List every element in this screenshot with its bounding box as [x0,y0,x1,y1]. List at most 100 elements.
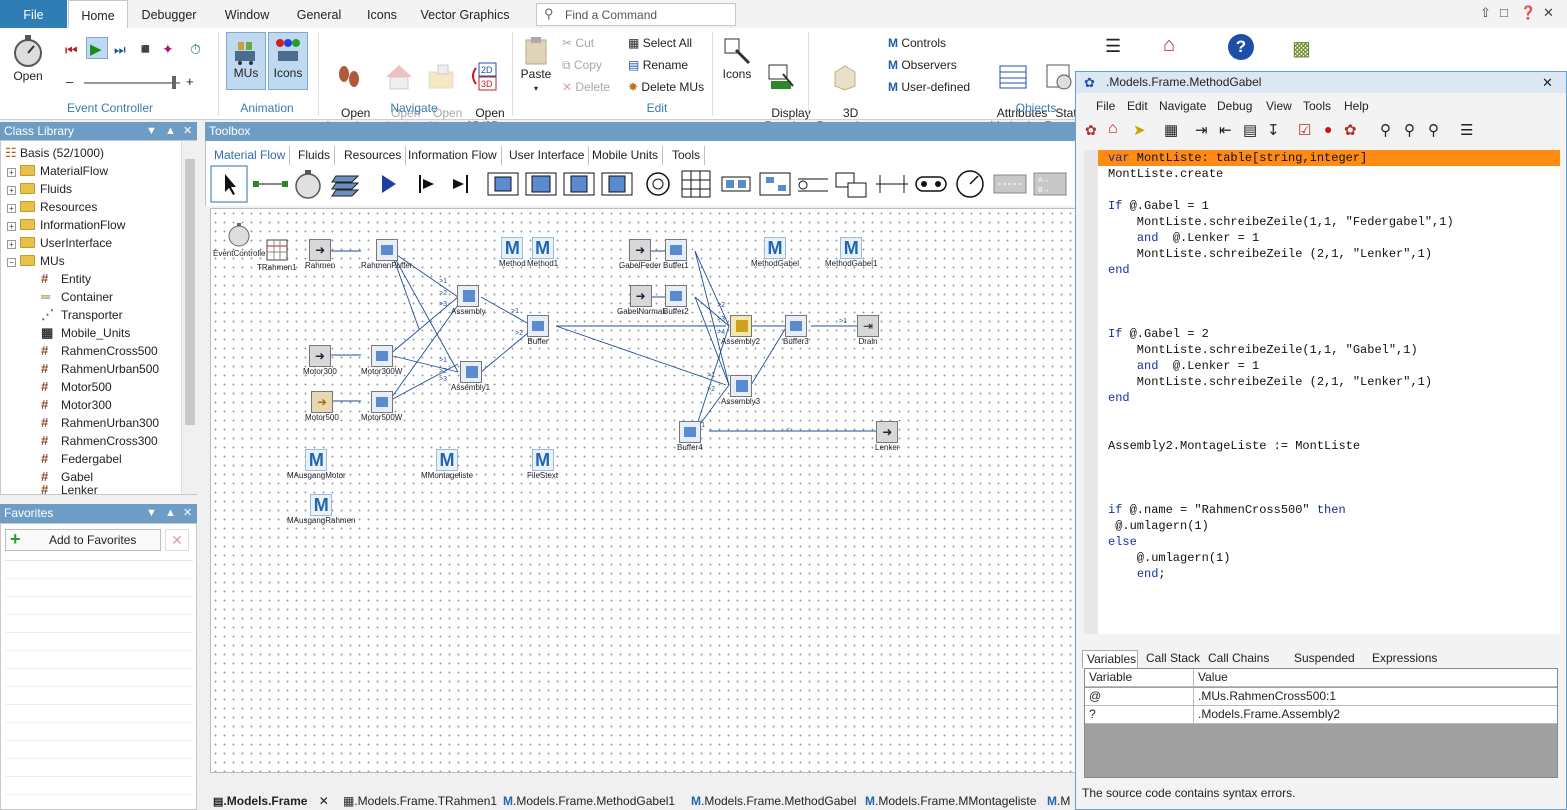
speed-slider[interactable] [84,76,180,89]
editor-menu-tools[interactable]: Tools [1303,99,1332,113]
toolbox-tab-resources[interactable]: Resources [340,146,407,165]
debug-bug-icon[interactable]: ✿ [1085,122,1097,138]
sorter-tool[interactable] [759,172,791,196]
panel-dropdown-icon[interactable]: ▼ [146,507,157,519]
interface-tool[interactable] [382,175,396,193]
track-tool[interactable] [915,176,947,192]
code-line[interactable]: @.umlagern(1) [1108,551,1231,565]
controls-button[interactable]: M Controls [888,36,947,50]
restore-window-icon[interactable]: □ [1500,5,1508,20]
tree-item-transporter[interactable]: ⋰Transporter [41,307,123,322]
delete-button[interactable]: ✕ Delete [562,80,611,94]
tree-folder-userinterface[interactable]: +UserInterface [7,234,112,252]
code-line[interactable]: MontListe.schreibeZeile (2,1, "Lenker",1… [1108,375,1433,389]
paste-dropdown-icon[interactable]: ▾ [533,84,538,93]
singleproc-tool[interactable] [487,172,519,196]
rahmen-source-node[interactable]: ➜Rahmen [305,239,335,270]
library-books-icon[interactable]: ▩ [1292,38,1311,60]
drain-tool[interactable] [453,175,468,193]
assembly3-node[interactable]: Assembly3 [721,375,760,406]
animate-icons-button[interactable]: Icons [268,32,308,90]
store-tool[interactable] [681,170,711,198]
motor500w-node[interactable]: Motor500W [361,391,402,422]
arrow-right-icon[interactable]: ➤ [1133,122,1146,139]
angular-converter-tool[interactable] [835,172,867,198]
outdent-icon[interactable]: ⇤ [1219,122,1232,139]
expand-icon[interactable]: + [7,240,16,249]
calendar-icon[interactable]: ▦ [1164,122,1179,139]
assembly-node[interactable]: Assembly [451,285,486,316]
trahmen1-node[interactable]: TRahmen1 [257,239,297,272]
doc-tab-trahmen1[interactable]: ▦.Models.Frame.TRahmen1 [343,794,498,808]
stop-icon[interactable]: ◾ [136,41,155,58]
code-line[interactable]: If @.Gabel = 1 [1108,199,1209,213]
toolbox-tab-material-flow[interactable]: Material Flow [210,146,291,165]
frame-tool[interactable] [331,175,360,197]
code-line[interactable]: MontListe.create [1108,167,1224,181]
step-icon[interactable]: ⏭ [114,42,126,57]
drain-node[interactable]: ⇥Drain [857,315,879,346]
doc-tab-more[interactable]: M.M [1047,794,1071,808]
cycle-tool[interactable] [646,172,670,196]
minimize-ribbon-icon[interactable]: ⇧ [1480,5,1491,20]
collapse-icon[interactable]: − [7,258,16,267]
code-line[interactable]: var MontListe: table[string,integer] [1108,151,1368,165]
menu-tab-icons[interactable]: Icons [367,8,397,22]
tree-item-rahmenurban500[interactable]: #RahmenUrban500 [41,361,160,376]
doc-tab-methodgabel1[interactable]: M.Models.Frame.MethodGabel1 [503,794,676,808]
motor500-source-node[interactable]: ➜Motor500 [305,391,339,422]
gabelfeder-node[interactable]: ➜GabelFeder [619,239,661,270]
connector-tool[interactable] [253,181,288,187]
animate-mus-button[interactable]: MUs [226,32,266,90]
assembly2-node[interactable]: Assembly2 [721,315,760,346]
class-library-scrollbar[interactable] [181,141,197,494]
help-icon[interactable]: ❓ [1520,5,1537,20]
code-line[interactable]: if @.name = "RahmenCross500" then [1108,503,1346,517]
close-editor-icon[interactable]: ✕ [1542,75,1553,90]
code-line[interactable]: end; [1136,567,1166,581]
toolbox-tab-fluids[interactable]: Fluids [294,146,336,165]
replace-icon[interactable]: ⚲ [1428,122,1439,139]
buffer-node[interactable]: Buffer [527,315,549,346]
toolbox-tab-tools[interactable]: Tools [668,146,706,165]
remove-favorite-icon[interactable]: ✕ [165,529,189,551]
reset-icon[interactable]: ⏮ [65,42,78,58]
debug-tab-call-chains[interactable]: Call Chains [1208,651,1270,665]
menu-tab-window[interactable]: Window [224,8,270,22]
exit-strategy-tool[interactable]: A→B→ [1033,172,1067,196]
doc-tab-mmontageliste[interactable]: M.Models.Frame.MMontageliste [865,794,1037,808]
objects-icons-button[interactable]: Icons [716,36,758,81]
toolbox-tab-user-interface[interactable]: User Interface [505,146,590,165]
close-panel-icon[interactable]: ✕ [183,125,193,137]
check-syntax-icon[interactable]: ☑ [1298,122,1312,139]
find-next-icon[interactable]: ⚲ [1404,122,1415,139]
rename-button[interactable]: ▤ Rename [628,58,689,72]
tree-item-mobile-units[interactable]: ▦Mobile_Units [41,325,131,340]
code-line[interactable]: end [1108,263,1130,277]
expand-icon[interactable]: + [7,186,16,195]
toolbox-tab-mobile-units[interactable]: Mobile Units [588,146,664,165]
buffer2-node[interactable]: Buffer2 [663,285,689,316]
line-tool[interactable] [798,178,828,192]
assembly1-node[interactable]: Assembly1 [451,361,490,392]
buffer-tool[interactable] [721,176,751,192]
pin-icon[interactable]: ▲ [165,125,176,137]
menu-tab-general[interactable]: General [296,8,342,22]
lenker-source-node[interactable]: ➜Lenker [875,421,899,452]
home-structure-icon[interactable]: ⌂ [1163,34,1176,56]
toolbox-tab-information-flow[interactable]: Information Flow [404,146,502,165]
tree-item-federgabel[interactable]: #Federgabel [41,451,122,466]
editor-menu-file[interactable]: File [1096,99,1116,113]
slower-button[interactable]: – [66,74,74,89]
faster-button[interactable]: + [186,74,194,89]
code-editor[interactable]: var MontListe: table[string,integer] Mont… [1084,150,1560,634]
tree-item-motor500[interactable]: #Motor500 [41,379,112,394]
dismantle-tool[interactable] [601,172,633,196]
code-line[interactable]: end [1108,391,1130,405]
code-line[interactable]: else [1108,535,1137,549]
tree-item-motor300[interactable]: #Motor300 [41,397,112,412]
